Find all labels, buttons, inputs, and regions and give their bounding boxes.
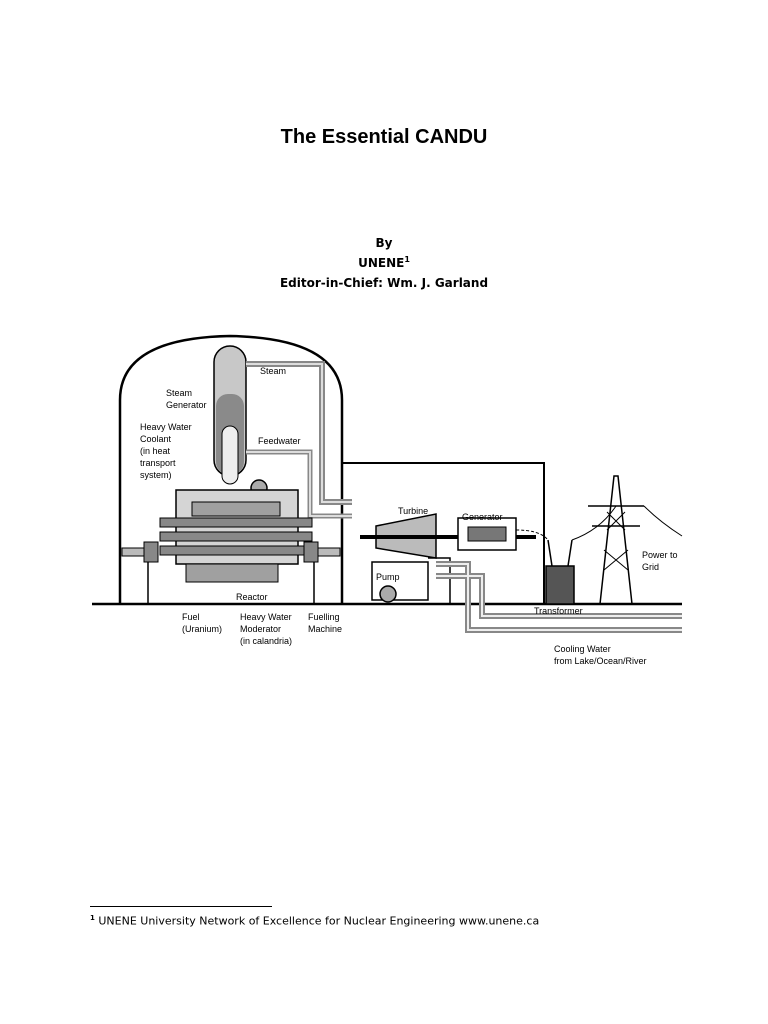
reactor-core-top [191, 501, 281, 517]
footnote-rule [90, 906, 272, 907]
label-transformer: Transformer [534, 606, 583, 616]
turbine-hall [342, 462, 545, 604]
label-cooling-2: from Lake/Ocean/River [554, 656, 647, 666]
label-steam: Steam [260, 366, 286, 376]
label-power-1: Power to [642, 550, 678, 560]
label-turbine: Turbine [398, 506, 428, 516]
generator-core [467, 526, 507, 542]
feedwater-pump [379, 585, 397, 603]
fuel-channel-1 [159, 517, 313, 528]
condenser-wall [428, 557, 451, 604]
author-footnote-mark: 1 [404, 255, 410, 264]
transmission-tower [599, 475, 633, 605]
label-reactor: Reactor [236, 592, 268, 602]
document-title: The Essential CANDU [280, 126, 488, 148]
label-cooling-1: Cooling Water [554, 644, 611, 654]
label-coolant-3: (in heat [140, 446, 171, 456]
label-steam-generator-2: Generator [166, 400, 207, 410]
label-moderator-3: (in calandria) [240, 636, 292, 646]
candu-plant-diagram: Steam Steam Generator Heavy Water Coolan… [92, 334, 683, 666]
label-moderator-2: Moderator [240, 624, 281, 634]
cooling-water-outlet-core [436, 563, 682, 631]
fuelling-machine-left-head [143, 541, 159, 563]
generator-lead [515, 529, 549, 541]
transformer-bushing-right [567, 539, 573, 567]
power-line [571, 505, 617, 541]
label-fuelling-2: Machine [308, 624, 342, 634]
label-coolant-1: Heavy Water [140, 422, 192, 432]
label-generator: Generator [462, 512, 503, 522]
byline-editor: Editor-in-Chief: Wm. J. Garland [279, 276, 489, 290]
footnote: 1 UNENE University Network of Excellence… [90, 914, 539, 928]
label-pump: Pump [376, 572, 400, 582]
fuel-channel-2 [159, 531, 313, 542]
label-moderator-1: Heavy Water [240, 612, 292, 622]
cooling-water-inlet-core [436, 575, 682, 617]
steam-line-core [246, 363, 352, 503]
byline-by: By [375, 236, 393, 250]
reactor-base [185, 563, 279, 583]
fuelling-machine-right-head [303, 541, 319, 563]
feedwater-line-core [246, 451, 352, 517]
power-line-out [643, 505, 683, 537]
tower-bracing [603, 511, 629, 571]
label-coolant-2: Coolant [140, 434, 172, 444]
byline-author: UNENE1 [0, 255, 768, 270]
label-fuel-1: Fuel [182, 612, 200, 622]
label-coolant-4: transport [140, 458, 176, 468]
transformer-bushing-left [547, 539, 553, 567]
label-feedwater: Feedwater [258, 436, 301, 446]
label-power-2: Grid [642, 562, 659, 572]
label-steam-generator-1: Steam [166, 388, 192, 398]
transformer [545, 565, 575, 605]
footnote-text: UNENE University Network of Excellence f… [98, 914, 540, 928]
label-fuel-2: (Uranium) [182, 624, 222, 634]
author-name: UNENE [358, 256, 405, 270]
steam-generator-tubes [221, 425, 239, 485]
label-coolant-5: system) [140, 470, 172, 480]
reactor-building [118, 334, 344, 604]
label-fuelling-1: Fuelling [308, 612, 340, 622]
fuel-channel-3 [159, 545, 313, 556]
footnote-mark: 1 [90, 914, 95, 922]
